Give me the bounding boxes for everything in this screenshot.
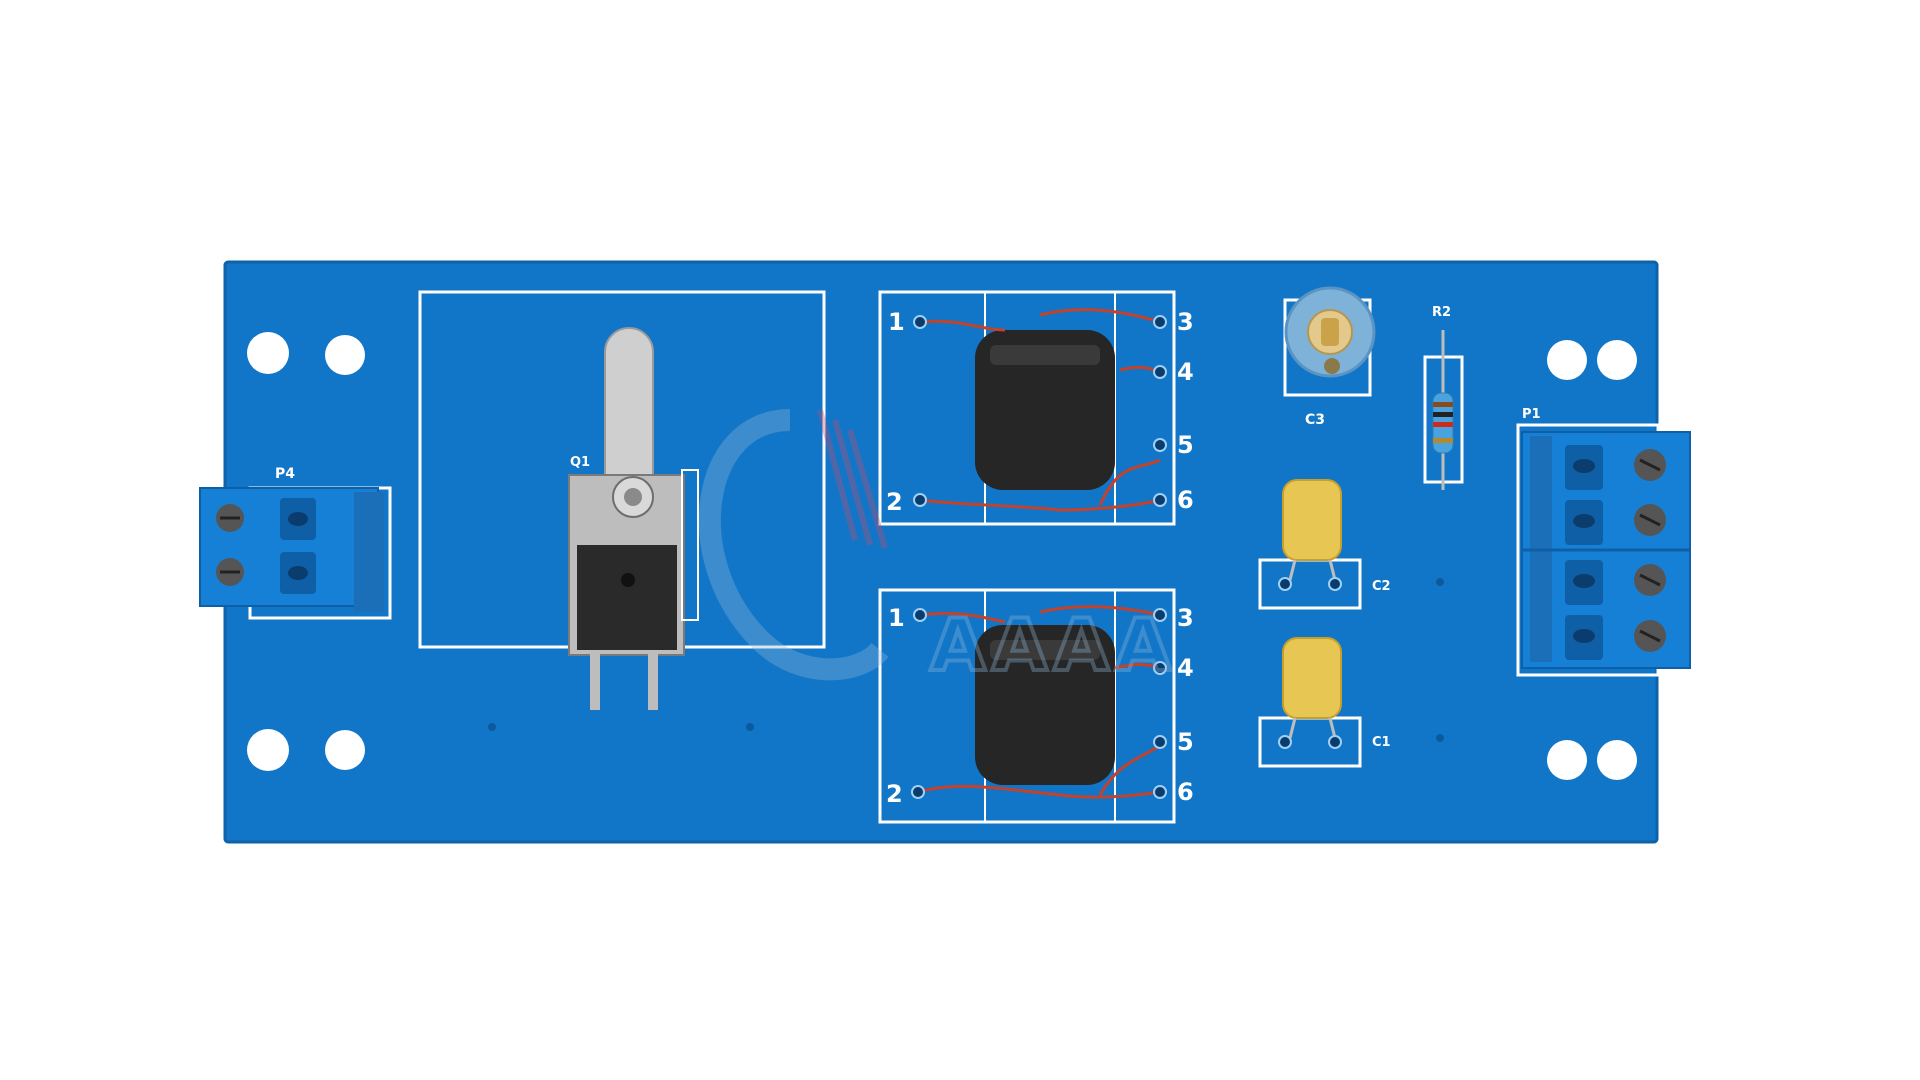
label-r2: R2 [1432, 305, 1451, 320]
terminal-block-p4 [199, 486, 392, 620]
label-p4: P4 [275, 466, 295, 482]
transformer-bottom [878, 588, 1176, 824]
pin-label-5: 5 [1177, 728, 1194, 756]
label-q1: Q1 [570, 455, 590, 470]
vias [488, 578, 1444, 742]
label-c3: C3 [1305, 412, 1325, 428]
capacitor-c1 [1258, 637, 1362, 768]
resistor-r2 [1423, 330, 1464, 490]
watermark-text: AAAA [930, 603, 1177, 687]
pin-label-1: 1 [888, 308, 905, 336]
capacitor-c2 [1258, 479, 1362, 610]
pin-label-2: 2 [886, 488, 903, 516]
pin-label-2: 2 [886, 780, 903, 808]
label-p1: P1 [1522, 407, 1541, 422]
label-c1: C1 [1372, 735, 1391, 750]
transformer-bottom-pin-labels: 1 2 3 4 5 6 [886, 604, 1194, 808]
pin-label-4: 4 [1177, 358, 1194, 386]
label-c2: C2 [1372, 579, 1391, 594]
pin-label-4: 4 [1177, 654, 1194, 682]
transformer-top [878, 290, 1176, 526]
pin-label-5: 5 [1177, 431, 1194, 459]
watermark-logo: AAAA [698, 409, 1177, 689]
transformer-top-pin-labels: 1 2 3 4 5 6 [886, 308, 1194, 516]
pin-label-1: 1 [888, 604, 905, 632]
mounting-holes [247, 332, 1637, 780]
pin-label-6: 6 [1177, 778, 1194, 806]
pin-label-6: 6 [1177, 486, 1194, 514]
transistor-q1 [568, 327, 699, 710]
pin-label-3: 3 [1177, 604, 1194, 632]
pin-label-3: 3 [1177, 308, 1194, 336]
terminal-block-p1 [1516, 423, 1691, 677]
trimmer-capacitor-c3 [1283, 286, 1376, 397]
